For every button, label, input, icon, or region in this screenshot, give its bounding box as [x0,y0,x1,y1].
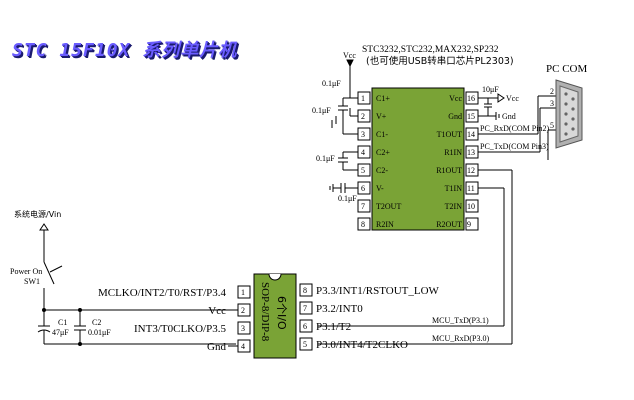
converter-pin-num-4: 4 [361,148,365,157]
converter-pin-name-6: V- [376,184,384,193]
c2-ref: C2 [92,318,101,327]
vcc-arrow-icon [346,59,354,68]
converter-note-label: (也可使用USB转串口芯片PL2303) [366,55,514,67]
converter-pin-name-12: R1OUT [436,166,462,175]
com-pin-3: 3 [550,99,554,108]
c1-value: 47μF [52,328,69,337]
vcc-arrow-right-icon [497,93,505,103]
mcu-pin-box-5 [299,337,313,351]
converter-pin-num-14: 14 [467,130,475,139]
converter-pin-num-5: 5 [361,166,365,175]
converter-pin-num-7: 7 [361,202,365,211]
converter-pin-name-1: C1+ [376,94,390,103]
converter-pin-num-11: 11 [467,184,475,193]
converter-pin-name-5: C2- [376,166,388,175]
converter-pin-num-10: 10 [467,202,475,211]
converter-parts-label: STC3232,STC232,MAX232,SP232 [362,45,499,55]
converter-pin-name-10: T2IN [445,202,463,211]
max232-chip [371,87,465,231]
power-switch-icon[interactable] [43,261,55,285]
converter-pin-num-2: 2 [361,112,365,121]
cap-label-2: 0.1μF [312,106,331,115]
cap-label-1: 0.1μF [322,79,341,88]
right-cap-label: 10μF [482,85,499,94]
mcu-pin-name-4: Gnd [207,341,226,353]
converter-pin-num-13: 13 [467,148,475,157]
mcu-rxd-label: MCU_RxD(P3.0) [432,334,489,343]
right-vcc-label: Vcc [506,94,519,103]
pc-com-label: PC COM [546,63,587,75]
mcu-pin-box-1 [237,285,251,299]
switch-ref: SW1 [24,277,40,286]
converter-pin-name-13: R1IN [444,148,462,157]
mcu-pin-name-2: Vcc [208,305,226,317]
cap-label-4: 0.1μF [338,194,357,203]
mcu-pin-num-7: 7 [303,304,307,313]
converter-pin-name-2: V+ [376,112,387,121]
c2-value: 0.01μF [88,328,111,337]
vin-arrow-icon [39,223,49,231]
converter-pin-name-14: T1OUT [437,130,462,139]
power-source-label: 系统电源/Vin [14,209,61,219]
mcu-pin-box-6 [299,319,313,333]
pc-txd-label: PC_TxD(COM Pin3) [480,142,549,151]
com-pin-5: 5 [550,121,554,130]
converter-pin-name-11: T1IN [445,184,463,193]
converter-right-pins: 16 Vcc 15 Gnd 14 T1OUT 13 R1IN 12 R1OUT 11 T1IN 10 T2… [436,91,479,231]
cap-label-3: 0.1μF [316,154,335,163]
mcu-right-pins: 8 P3.3/INT1/RSTOUT_LOW 7 P3.2/INT0 6 P3.1/T2 5… [299,283,440,351]
converter-pin-box-8 [357,217,371,231]
mcu-pin-name-3: INT3/T0CLKO/P3.5 [134,323,226,335]
mcu-pin-name-6: P3.1/T2 [316,321,351,333]
converter-pin-name-3: C1- [376,130,388,139]
mcu-pin-num-3: 3 [241,324,245,333]
mcu-pin-num-4: 4 [241,342,245,351]
mcu-pin-box-3 [237,321,251,335]
mcu-pin-name-1: MCLKO/INT2/T0/RST/P3.4 [98,287,227,299]
converter-pin-name-7: T2OUT [376,202,401,211]
mcu-pin-num-5: 5 [303,340,307,349]
mcu-pin-num-8: 8 [303,286,307,295]
diagram-title: STC 15F10X 系列单片机 [12,40,238,61]
converter-pin-num-9: 9 [467,220,471,229]
converter-pin-num-16: 16 [467,94,475,103]
converter-pin-name-4: C2+ [376,148,390,157]
mcu-pin-num-6: 6 [303,322,307,331]
converter-pin-name-15: Gnd [448,112,462,121]
switch-label: Power On [10,267,42,276]
mcu-txd-label: MCU_TxD(P3.1) [432,316,489,325]
converter-pin-name-8: R2IN [376,220,394,229]
converter-pin-num-1: 1 [361,94,365,103]
converter-pin-num-15: 15 [467,112,475,121]
mcu-pin-name-8: P3.3/INT1/RSTOUT_LOW [316,285,440,297]
converter-pin-box-7 [357,199,371,213]
converter-pin-box-9 [465,217,479,231]
converter-pin-num-3: 3 [361,130,365,139]
c1-ref: C1 [58,318,67,327]
converter-pin-num-8: 8 [361,220,365,229]
pc-rxd-label: PC_RxD(COM Pin2) [480,124,549,133]
converter-pin-num-6: 6 [361,184,365,193]
converter-pin-box-10 [465,199,479,213]
converter-pin-num-12: 12 [467,166,475,175]
mcu-left-pins: 1 MCLKO/INT2/T0/RST/P3.4 2 Vcc 3 INT3/T0CLKO/… [98,285,251,353]
mcu-chip [253,273,297,359]
converter-pin-name-16: Vcc [449,94,462,103]
right-gnd-label: Gnd [502,112,516,121]
mcu-pin-name-7: P3.2/INT0 [316,303,363,315]
mcu-io-label: 6个I/O [275,296,288,330]
mcu-pin-box-7 [299,301,313,315]
mcu-package-label: SOP-8/DIP-8 [259,282,271,342]
converter-pin-name-9: R2OUT [436,220,462,229]
mcu-pin-name-5: P3.0/INT4/T2CLKO [316,339,408,351]
com-pin-2: 2 [550,87,554,96]
mcu-pin-box-8 [299,283,313,297]
converter-vcc-label: Vcc [343,51,356,60]
mcu-pin-num-2: 2 [241,306,245,315]
mcu-pin-num-1: 1 [241,288,245,297]
